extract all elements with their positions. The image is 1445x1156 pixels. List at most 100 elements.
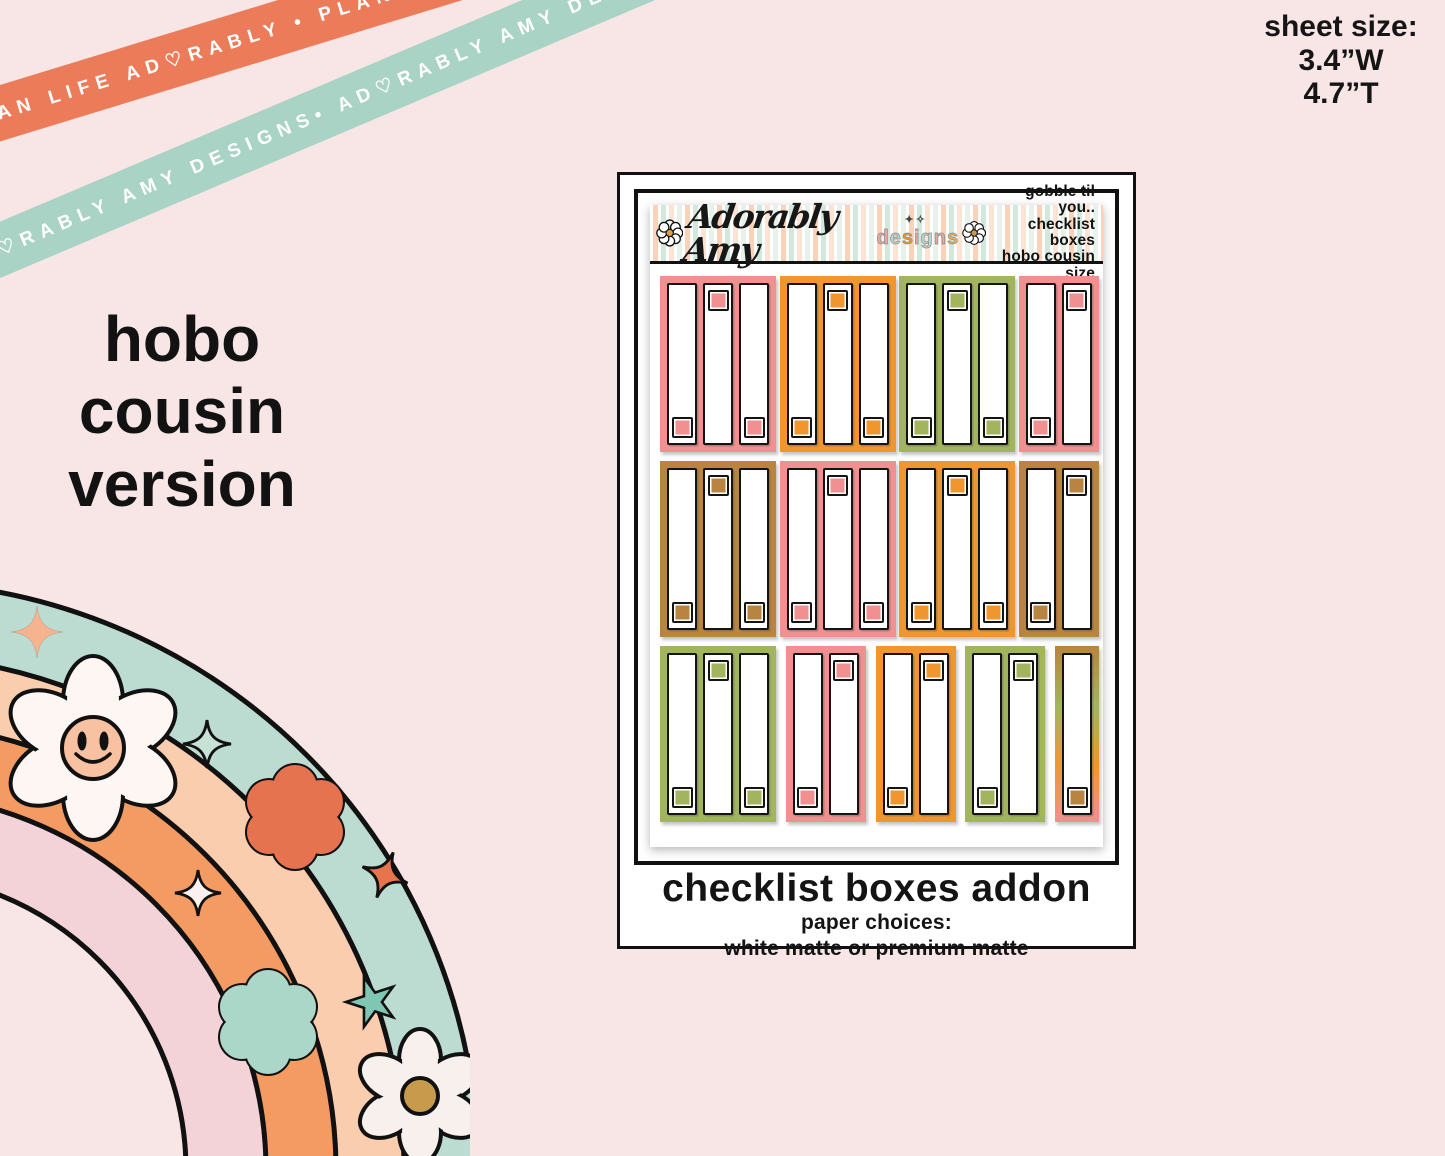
- checklist-column: [822, 283, 853, 445]
- checklist-column: [667, 283, 697, 445]
- sheet-title-line1: gobble til you..: [1025, 182, 1095, 217]
- version-label-line3: version: [68, 447, 296, 520]
- card-footer: checklist boxes addon paper choices: whi…: [620, 868, 1133, 961]
- checklist-sticker-orange: [779, 276, 896, 452]
- checklist-sticker-orange: [899, 461, 1016, 637]
- checkbox-square: [1012, 660, 1034, 681]
- brand-script-text: Adorably Amy: [681, 197, 840, 269]
- checklist-column: [858, 468, 889, 630]
- checkbox-square: [1030, 602, 1052, 623]
- checkbox-square: [1066, 290, 1088, 311]
- sticker-row: [660, 461, 1099, 637]
- checkbox-square: [791, 417, 813, 438]
- checkbox-square: [827, 475, 849, 496]
- checklist-sticker-green: [899, 276, 1016, 452]
- checklist-column: [739, 653, 769, 815]
- checklist-column: [822, 468, 853, 630]
- checkbox-square: [1066, 475, 1088, 496]
- checklist-column: [667, 468, 697, 630]
- brand-sub-letter: e: [889, 227, 902, 249]
- checklist-column: [1061, 283, 1092, 445]
- checkbox-square: [946, 475, 968, 496]
- sheet-size-height: 4.7”T: [1303, 77, 1379, 111]
- checklist-column: [972, 653, 1003, 815]
- sticker-sheet-frame: Adorably Amy ✦✧ designs: [634, 183, 1119, 865]
- checklist-sticker-pink: [1018, 276, 1099, 452]
- footer-paper-options: white matte or premium matte: [724, 936, 1029, 960]
- checkbox-square: [671, 602, 693, 623]
- star-icon: [341, 973, 397, 1031]
- product-card: Adorably Amy ✦✧ designs: [617, 172, 1136, 960]
- sparkle-icon: [174, 869, 222, 917]
- brand-sub-letter: g: [920, 227, 934, 249]
- version-label-line2: cousin: [78, 375, 286, 448]
- sheet-title: gobble til you.. checklist boxes hobo co…: [986, 182, 1095, 283]
- checklist-column: [942, 283, 973, 445]
- checkbox-square: [887, 787, 908, 808]
- checklist-column: [858, 283, 889, 445]
- sparkle-icon: [361, 851, 409, 899]
- checkbox-square: [910, 602, 932, 623]
- checklist-sticker-brown: [1018, 461, 1099, 637]
- smiley-daisy-icon: [8, 654, 178, 842]
- checklist-column: [792, 653, 823, 815]
- checkbox-square: [707, 475, 729, 496]
- teal-flower-icon: [218, 968, 318, 1076]
- sticker-sheet: Adorably Amy ✦✧ designs: [650, 183, 1103, 847]
- sticker-row: [660, 276, 1099, 452]
- checkbox-square: [791, 602, 813, 623]
- checkbox-square: [743, 602, 765, 623]
- sticker-row: [660, 646, 1099, 822]
- checkbox-square: [707, 660, 729, 681]
- checklist-sticker-brown: [660, 461, 776, 637]
- checklist-column: [703, 653, 733, 815]
- version-label: hobo cousin version: [22, 303, 342, 520]
- coral-flower-icon: [245, 763, 345, 871]
- checklist-sticker-orange: [875, 646, 956, 822]
- checklist-sticker-green: [660, 646, 776, 822]
- checkbox-square: [743, 417, 765, 438]
- brand-logo: Adorably Amy ✦✧ designs: [656, 197, 987, 269]
- daisy-icon: [357, 1027, 470, 1156]
- sheet-size-label: sheet size: 3.4”W 4.7”T: [1245, 10, 1437, 111]
- checkbox-square: [1030, 417, 1052, 438]
- checkbox-square: [976, 787, 998, 808]
- checkbox-square: [910, 417, 932, 438]
- checkbox-square: [743, 787, 765, 808]
- checkbox-square: [833, 660, 855, 681]
- daisy-icon: [962, 221, 987, 245]
- checkbox-square: [863, 602, 885, 623]
- checkbox-square: [982, 602, 1004, 623]
- checklist-column: [739, 283, 769, 445]
- checklist-column: [739, 468, 769, 630]
- checklist-column: [786, 283, 817, 445]
- sticker-grid: [650, 264, 1103, 822]
- checklist-column: [828, 653, 859, 815]
- checklist-column: [918, 653, 949, 815]
- brand-sub-letter: s: [901, 227, 914, 249]
- sheet-size-width: 3.4”W: [1298, 43, 1384, 77]
- checklist-column: [978, 468, 1009, 630]
- footer-paper-choices: paper choices:: [800, 910, 953, 934]
- brand-sub-letter: n: [933, 227, 947, 249]
- sparkles-icon: ✦✧: [904, 214, 927, 226]
- checklist-column: [906, 283, 937, 445]
- checklist-column: [786, 468, 817, 630]
- checklist-sticker-rainbow: [1055, 646, 1099, 822]
- checkbox-square: [797, 787, 819, 808]
- checklist-column: [978, 283, 1009, 445]
- checklist-column: [942, 468, 973, 630]
- checkbox-square: [827, 290, 849, 311]
- checklist-column: [882, 653, 913, 815]
- checklist-sticker-pink: [660, 276, 776, 452]
- checklist-column: [667, 653, 697, 815]
- checkbox-square: [671, 787, 693, 808]
- checklist-column: [906, 468, 937, 630]
- brand-sub-letter: s: [946, 227, 960, 249]
- sparkle-icon: [182, 719, 232, 769]
- checkbox-square: [863, 417, 885, 438]
- checklist-column: [1062, 653, 1092, 815]
- brand-sub-text: ✦✧ designs: [876, 215, 960, 249]
- sheet-size-title: sheet size:: [1264, 10, 1418, 43]
- checkbox-square: [707, 290, 729, 311]
